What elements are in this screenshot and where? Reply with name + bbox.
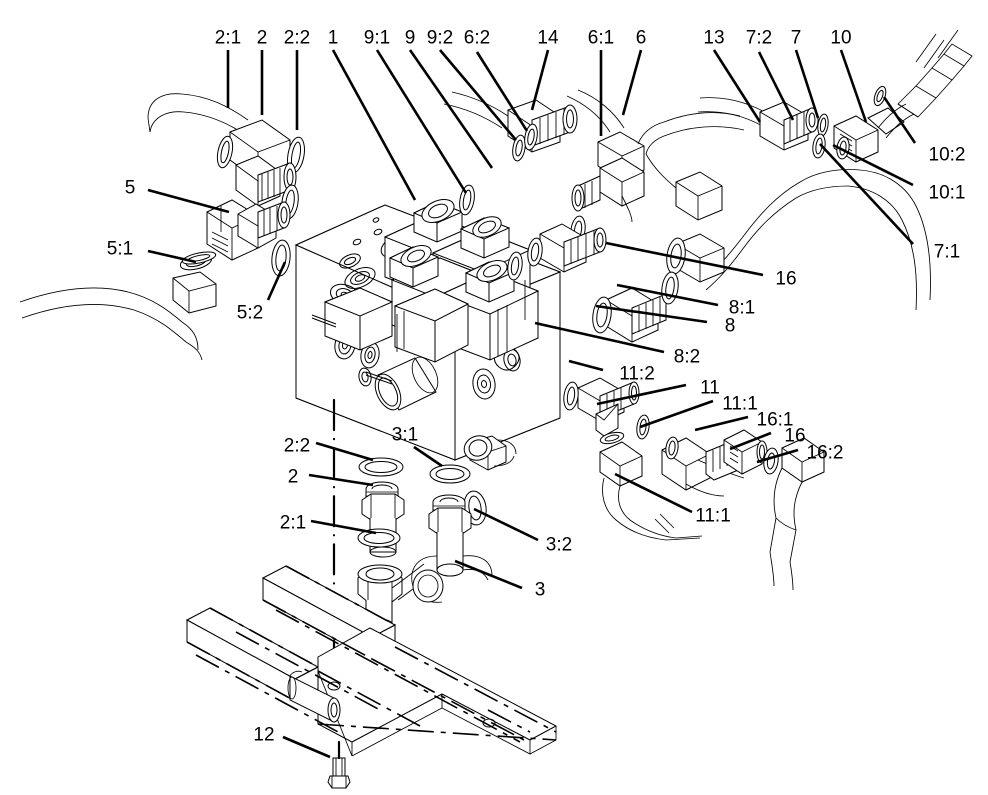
hose-13 [637, 112, 745, 221]
callout-16: 16 [784, 425, 806, 447]
callout-13: 13 [703, 27, 725, 49]
fitting-9 [507, 223, 607, 281]
o-ring-3-1 [429, 464, 471, 484]
o-ring-10-2 [873, 85, 887, 107]
leader-lines [147, 49, 917, 759]
callout-6-2: 6:2 [463, 27, 491, 49]
callout-1: 1 [327, 27, 339, 49]
callout-5-1: 5:1 [106, 238, 134, 260]
hose-left-lower [19, 287, 203, 361]
o-ring-5-2 [271, 239, 291, 277]
hose-lower-left-elbow [599, 431, 703, 541]
callout-10-1: 10:1 [928, 182, 966, 204]
callout-16: 16 [775, 268, 797, 290]
callout-2: 2 [256, 27, 268, 49]
callout-12: 12 [253, 724, 275, 746]
callout-8-1: 8:1 [728, 297, 756, 319]
o-ring-2-1-lower [357, 528, 401, 548]
o-ring-6-2 [524, 123, 538, 151]
mounting-bolt-12 [327, 740, 351, 789]
callout-10: 10 [830, 27, 852, 49]
callout-16-1: 16:1 [756, 409, 794, 431]
callout-2-2: 2:2 [283, 435, 311, 457]
hose-7-fitting [697, 97, 819, 151]
callout-7-2: 7:2 [745, 27, 773, 49]
callout-2-1: 2:1 [214, 27, 242, 49]
callout-3-1: 3:1 [391, 424, 419, 446]
quick-coupler-10 [833, 29, 973, 163]
o-ring-2-1-upper [216, 135, 234, 169]
callout-11-2: 11:2 [619, 363, 655, 385]
valve-side-blocks [311, 280, 526, 387]
o-ring-7-1 [812, 133, 826, 159]
callout-9-1: 9:1 [363, 27, 391, 49]
callout-3: 3 [534, 579, 546, 601]
callout-3-2: 3:2 [545, 534, 573, 556]
callout-5-2: 5:2 [236, 302, 264, 324]
callout-8: 8 [724, 315, 736, 337]
mounting-bracket-frame [185, 565, 558, 757]
hose-14 [443, 91, 578, 153]
hose-lower-right-elbow [769, 437, 825, 591]
callout-7-1: 7:1 [933, 241, 961, 263]
callout-9: 9 [404, 27, 416, 49]
elbow-fitting-11 [563, 377, 640, 437]
spacer-tube [287, 670, 341, 723]
callout-2: 2 [287, 466, 299, 488]
o-ring-9-2 [512, 134, 526, 162]
fitting-2-bottom-nut [357, 563, 431, 630]
o-ring-2-2-lower [358, 457, 404, 477]
callout-11-1: 11:1 [695, 505, 731, 527]
callout-7: 7 [790, 27, 802, 49]
callout-16-2: 16:2 [806, 442, 844, 464]
hose-assembly-16 [661, 429, 779, 497]
valve-manifold-block-1 [294, 199, 562, 461]
fitting-2-upper [235, 155, 297, 207]
hose-left-upper [147, 93, 249, 135]
callout-11: 11 [700, 377, 720, 399]
callout-11-1: 11:1 [722, 393, 758, 415]
callout-2-1: 2:1 [279, 512, 307, 534]
block-front-cylinder [374, 356, 439, 411]
hose-6-elbow [566, 89, 645, 223]
callout-8-2: 8:2 [673, 346, 701, 368]
hose-right-large [699, 169, 931, 311]
callout-10-2: 10:2 [928, 144, 966, 166]
elbow-fitting-5 [206, 199, 291, 261]
callout-9-2: 9:2 [426, 27, 454, 49]
callout-6: 6 [635, 27, 647, 49]
callout-6-1: 6:1 [587, 27, 615, 49]
o-ring-9-1 [459, 184, 475, 216]
callout-2-2: 2:2 [283, 27, 311, 49]
callout-5: 5 [124, 177, 136, 199]
callout-14: 14 [537, 27, 559, 49]
elbow-small-3 [463, 435, 517, 471]
